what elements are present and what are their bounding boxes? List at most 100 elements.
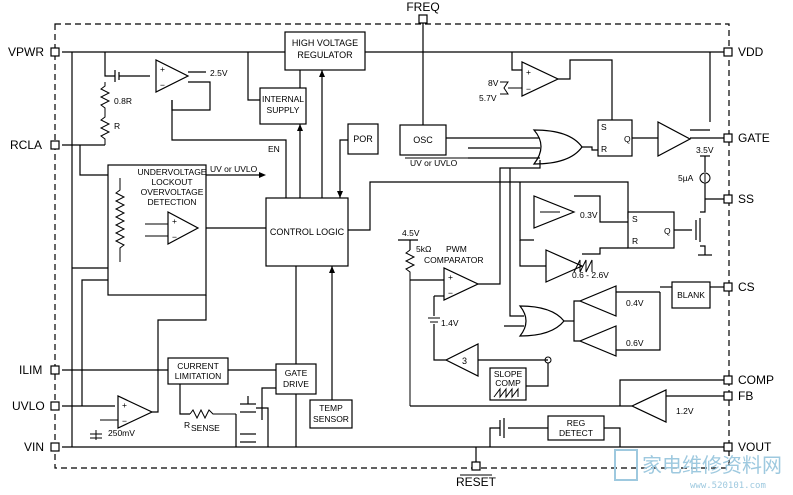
vpwr-amp [155, 59, 190, 93]
svg-text:−: − [448, 288, 453, 298]
slope-comp-label-1: SLOPE [494, 369, 523, 379]
ovd-label-1: OVERVOLTAGE [141, 187, 204, 197]
i5ua-label: 5µA [678, 173, 694, 183]
gain3-label: 3 [462, 356, 467, 366]
pin-vin-box[interactable] [50, 442, 60, 452]
ovd-comparator [167, 211, 200, 245]
internal-supply-label-2: SUPPLY [267, 105, 300, 115]
v8-label: 8V [488, 78, 499, 88]
en-label: EN [268, 144, 280, 154]
pin-ilim-box[interactable] [50, 365, 60, 375]
pin-fb-box[interactable] [723, 391, 733, 401]
pin-vpwr-box[interactable] [50, 47, 60, 57]
blank-label: BLANK [677, 290, 705, 300]
reg-detect-label-1: REG [567, 418, 585, 428]
por-label: POR [353, 134, 373, 144]
pin-uvlo-box[interactable] [50, 401, 60, 411]
pin-comp-label: COMP [738, 373, 774, 387]
blank-block [671, 281, 711, 309]
control-logic-label: CONTROL LOGIC [270, 227, 345, 237]
current-limitation-block [167, 357, 229, 385]
hv-regulator-block [284, 31, 366, 71]
v1-4-label: 1.4V [441, 318, 459, 328]
pin-freq-box[interactable] [418, 14, 428, 24]
latch2-r: R [632, 236, 638, 246]
latch1-r: R [601, 144, 607, 154]
pin-reset-box[interactable] [471, 461, 481, 471]
pin-ss-box[interactable] [723, 194, 733, 204]
uvlo-label-1: UNDERVOLTAGE [138, 167, 207, 177]
r5k-label: 5kΩ [416, 244, 431, 254]
error-amp [630, 389, 667, 423]
osc-label: OSC [413, 135, 433, 145]
pin-vout-label: VOUT [738, 440, 772, 454]
svg-text:−: − [526, 84, 531, 94]
resistor-0-8r [99, 82, 111, 114]
svg-text:−: − [122, 416, 127, 426]
resistor-5k [404, 249, 416, 406]
ovd-label-2: DETECTION [147, 197, 196, 207]
latch2-s: S [632, 214, 638, 224]
or-gate-cs [518, 305, 565, 337]
temp-sensor-label-1: TEMP [319, 403, 343, 413]
current-limitation-label-1: CURRENT [177, 361, 219, 371]
svg-text:−: − [172, 232, 177, 242]
pin-vdd-label: VDD [738, 45, 764, 59]
pin-cs-label: CS [738, 280, 755, 294]
temp-sensor-block [309, 399, 353, 429]
cs-comparator-0-4v [578, 285, 617, 317]
uvlo-label-2: LOCKOUT [151, 177, 192, 187]
gate-drive-label-1: GATE [285, 368, 308, 378]
current-limitation-label-2: LIMITATION [175, 371, 221, 381]
pin-uvlo-label: UVLO [12, 399, 45, 413]
uv-or-uvlo-label-a: UV or UVLO [210, 164, 258, 174]
pin-ss-label: SS [738, 192, 754, 206]
hv-regulator-label-2: REGULATOR [297, 50, 353, 60]
v4-5-label: 4.5V [402, 228, 420, 238]
svg-text:+: + [122, 400, 127, 410]
svg-text:+: + [448, 272, 453, 282]
watermark-text: 家电维修资料网 [642, 453, 782, 477]
gate-buffer [657, 121, 692, 157]
v5-7-label: 5.7V [479, 93, 497, 103]
pin-gate-box[interactable] [723, 133, 733, 143]
pin-rcla-box[interactable] [50, 140, 60, 150]
resistor-r [99, 114, 111, 145]
rsense-sub-label: SENSE [191, 423, 220, 433]
por-block [347, 123, 379, 155]
internal-supply-block [259, 87, 307, 125]
internal-supply-label-1: INTERNAL [262, 94, 304, 104]
uv-or-uvlo-label-b: UV or UVLO [410, 158, 458, 168]
v2-5-label: 2.5V [210, 68, 228, 78]
pin-ilim-label: ILIM [19, 363, 42, 377]
hv-regulator-label-1: HIGH VOLTAGE [292, 38, 358, 48]
watermark-url: www.520101.com [690, 481, 766, 491]
latch1-q: Q [624, 134, 631, 144]
sr-latch-top [597, 119, 633, 157]
pin-gate-label: GATE [738, 131, 770, 145]
uvlo-comparator [117, 395, 154, 429]
pin-vin-label: VIN [24, 440, 44, 454]
latch2-q: Q [664, 226, 671, 236]
svg-text:+: + [160, 64, 165, 74]
or-gate-top [532, 129, 583, 165]
reg-detect-label-2: DETECT [559, 428, 593, 438]
chip-boundary [54, 23, 730, 469]
pin-vpwr-label: VPWR [8, 45, 44, 59]
r08-label: 0.8R [114, 96, 132, 106]
gate-drive-label-2: DRIVE [283, 379, 309, 389]
divider-resistor [114, 178, 126, 262]
pin-comp-box[interactable] [723, 375, 733, 385]
pin-vdd-box[interactable] [723, 47, 733, 57]
pwm-comparator [443, 267, 480, 301]
control-logic-block [265, 197, 349, 267]
svg-text:+: + [526, 67, 531, 77]
pin-cs-box[interactable] [723, 282, 733, 292]
mv250-label: 250mV [108, 428, 135, 438]
pin-vout-box[interactable] [723, 442, 733, 452]
rsense-resistor [189, 408, 236, 420]
v06-26-label: 0.6 - 2.6V [572, 270, 609, 280]
v3-5-label: 3.5V [696, 145, 714, 155]
slope-comp-label-2: COMP [495, 378, 521, 388]
